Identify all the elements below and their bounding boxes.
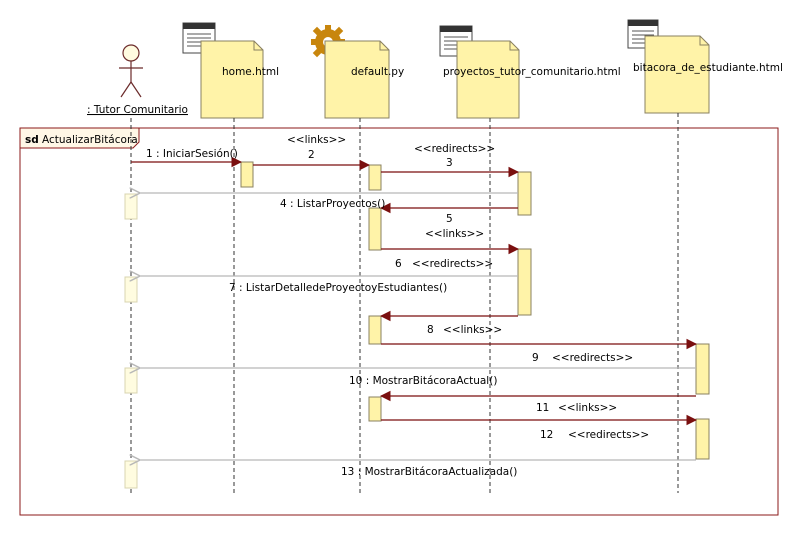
actor-icon bbox=[119, 44, 143, 98]
message-labels: 1 : IniciarSesión() <<links>> 2 <<redire… bbox=[146, 134, 649, 478]
message-label: 6 bbox=[395, 258, 402, 270]
lifelines bbox=[130, 113, 679, 493]
participant-label: bitacora_de_estudiante.html bbox=[633, 62, 783, 74]
activation-default bbox=[368, 396, 382, 422]
frame-keyword: sd bbox=[25, 134, 39, 146]
message-stereotype: <<redirects>> bbox=[552, 352, 633, 364]
activation-bitacora bbox=[695, 418, 710, 460]
activation-proyectos bbox=[517, 171, 532, 216]
activation-default bbox=[368, 315, 382, 345]
message-label: 12 bbox=[540, 429, 553, 441]
participant-home: home.html bbox=[182, 22, 279, 119]
participant-label: default.py bbox=[351, 66, 404, 78]
frame-name: ActualizarBitácora bbox=[42, 134, 138, 146]
activation-default bbox=[368, 207, 382, 251]
activation-home bbox=[240, 161, 254, 188]
message-label: 10 : MostrarBitácoraActual() bbox=[349, 375, 497, 387]
participant-default: default.py bbox=[311, 25, 404, 119]
participant-label: proyectos_tutor_comunitario.html bbox=[443, 66, 621, 78]
message-label: 3 bbox=[446, 157, 453, 169]
message-label: 7 : ListarDetalledeProyectoyEstudiantes(… bbox=[229, 282, 447, 294]
message-label: 13 : MostrarBitácoraActualizada() bbox=[341, 466, 517, 478]
message-stereotype: <<links>> bbox=[558, 402, 617, 414]
message-stereotype: <<links>> bbox=[287, 134, 346, 146]
activation-actor bbox=[124, 367, 138, 394]
actor-label: : Tutor Comunitario bbox=[87, 104, 188, 116]
message-stereotype: <<redirects>> bbox=[412, 258, 493, 270]
activation-bitacora bbox=[695, 343, 710, 395]
message-label: 11 bbox=[536, 402, 549, 414]
message-label: 1 : IniciarSesión() bbox=[146, 148, 238, 160]
message-label: 9 bbox=[532, 352, 539, 364]
message-stereotype: <<links>> bbox=[425, 228, 484, 240]
activation-bars bbox=[124, 161, 710, 489]
html-page-icon bbox=[182, 22, 216, 54]
activation-actor bbox=[124, 460, 138, 489]
message-label: 2 bbox=[308, 149, 315, 161]
message-label: 8 bbox=[427, 324, 434, 336]
messages bbox=[131, 156, 698, 460]
activation-proyectos bbox=[517, 248, 532, 316]
participant-bitacora: bitacora_de_estudiante.html bbox=[627, 19, 783, 114]
participant-label: home.html bbox=[222, 66, 279, 78]
participant-proyectos: proyectos_tutor_comunitario.html bbox=[439, 25, 621, 119]
interaction-frame: sd ActualizarBitácora bbox=[19, 127, 779, 516]
message-stereotype: <<redirects>> bbox=[414, 143, 495, 155]
message-stereotype: <<links>> bbox=[443, 324, 502, 336]
message-label: 5 bbox=[446, 213, 453, 225]
message-label: 4 : ListarProyectos() bbox=[280, 198, 385, 210]
activation-actor bbox=[124, 276, 138, 303]
activation-actor bbox=[124, 193, 138, 220]
message-stereotype: <<redirects>> bbox=[568, 429, 649, 441]
activation-default bbox=[368, 164, 382, 191]
